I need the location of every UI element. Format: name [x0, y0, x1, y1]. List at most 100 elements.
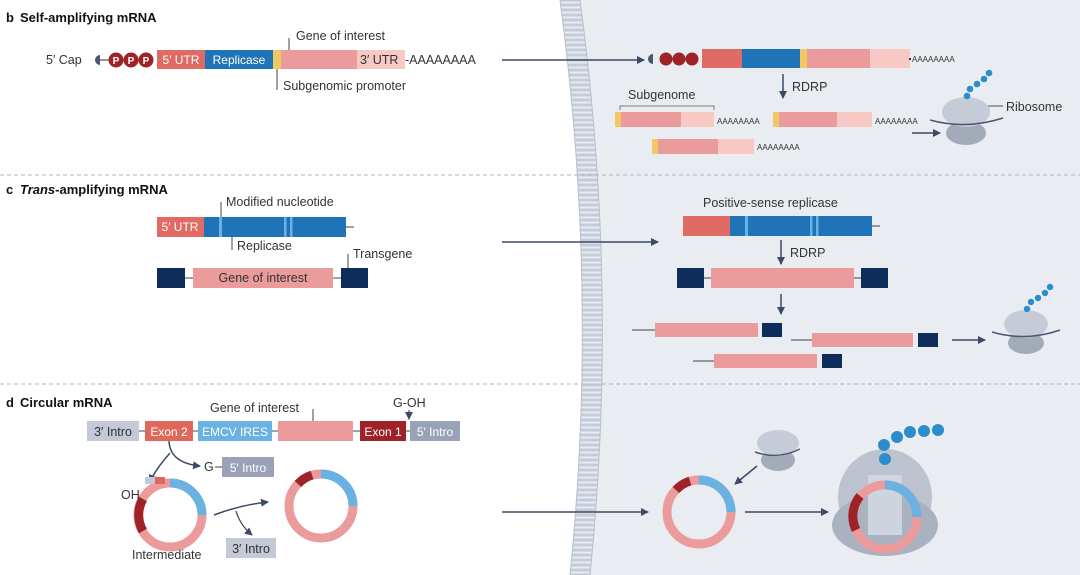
transcript-cap [822, 354, 842, 368]
panel-b-letter: b [6, 10, 14, 25]
peptide-bead [1041, 289, 1049, 297]
exon2-label: Exon 2 [150, 425, 188, 439]
utr5-segment [157, 50, 205, 69]
utr5-label: 5′ UTR [163, 53, 200, 67]
promoter-segment-right [800, 49, 807, 68]
panel-c-letter: c [6, 182, 13, 197]
replicase-segment [205, 50, 273, 69]
ribosome-small-subunit [1008, 332, 1044, 354]
subgenome-utr3 [837, 112, 872, 127]
ribosome-large-subunit [757, 430, 799, 456]
subgenomic-transcript-2 [791, 333, 938, 347]
subgenome-goi [658, 139, 718, 154]
ribosome-large-subunit [942, 97, 990, 127]
peptide-bead [878, 439, 890, 451]
subgenome-promoter [652, 139, 658, 154]
intro3-release-arrow [235, 510, 253, 536]
modified-nucleotide-label: Modified nucleotide [226, 195, 334, 209]
modified-nucleotide-stripe [816, 216, 819, 236]
panel-c-title: Trans-amplifying mRNA [20, 182, 168, 197]
cap-icon-right [648, 54, 653, 64]
ribosome-small-subunit [946, 121, 986, 145]
utr5-segment-right [702, 49, 742, 68]
ring-exon1-arc [134, 496, 148, 534]
intro3-released-label: 3′ Intro [232, 542, 270, 556]
phosphate-2 [123, 52, 139, 68]
cap-icon [95, 55, 100, 65]
intermediate-tail-intro [145, 477, 155, 484]
replicase-segment-c [204, 217, 346, 237]
translating-ribosome [832, 424, 944, 556]
transcript-cap [918, 333, 938, 347]
intro5-released [222, 457, 274, 477]
ring-ires-arc [320, 469, 358, 507]
goi-segment-c-right [711, 268, 854, 288]
rdrp-b-label: RDRP [792, 80, 827, 94]
transgene-cap-left [157, 268, 185, 288]
peptide-bead [932, 424, 944, 436]
mrna-strand-c [991, 329, 1061, 338]
modified-nucleotide-stripe [284, 217, 287, 237]
ribosome-b [929, 69, 1004, 145]
transcript-goi [655, 323, 758, 337]
peptide-bead [879, 453, 891, 465]
polyA-right-dot [909, 58, 911, 60]
peptide-bead [1027, 298, 1035, 306]
goi-segment-c [193, 268, 333, 288]
ires-label: EMCV IRES [202, 425, 268, 439]
peptide-bead [980, 75, 988, 83]
phosphate-right-1 [659, 52, 673, 66]
ribosome-large-subunit [1004, 310, 1048, 338]
mrna-strand-b [929, 117, 1004, 126]
subgenomic-transcript-3 [693, 354, 842, 368]
peptide-bead [1023, 305, 1031, 313]
goi-label-d: Gene of interest [210, 401, 299, 415]
ires-segment [198, 421, 272, 441]
panel-d-title: Circular mRNA [20, 395, 113, 410]
subgenome-label: Subgenome [628, 88, 695, 102]
cap-label: 5′ Cap [46, 53, 82, 67]
goi-segment-right [807, 49, 870, 68]
transcript-goi [812, 333, 913, 347]
utr3-label: 3′ UTR [360, 53, 398, 67]
subgenome-goi [621, 112, 681, 127]
peptide-bead [973, 80, 981, 88]
replicase-label: Replicase [213, 53, 266, 67]
exon1-label: Exon 1 [364, 425, 402, 439]
utr5-segment-c-right [683, 216, 730, 236]
intermediate-tail-exon [155, 477, 165, 484]
ring-ires-arc [884, 480, 922, 518]
peptide-bead [1046, 283, 1054, 291]
ribosome-label: Ribosome [1006, 100, 1062, 114]
ring-ires-arc [698, 475, 736, 513]
phosphate-right-3 [685, 52, 699, 66]
subgenome-goi [779, 112, 837, 127]
subgenome-copy-2: AAAAAAAA [773, 112, 918, 127]
subgenome-promoter [773, 112, 779, 127]
phosphate-label-2: P [128, 56, 135, 67]
circular-mrna [284, 469, 358, 543]
goi-segment [281, 50, 357, 69]
subgenomic-transcript-1 [632, 323, 782, 337]
transgene-cap-right-right [861, 268, 888, 288]
modified-nucleotide-stripe [290, 217, 293, 237]
goi-segment-d [278, 421, 353, 441]
replicase-label-c: Replicase [237, 239, 292, 253]
mrna-strand-d [754, 448, 801, 457]
intro5-released-label: 5′ Intro [230, 461, 267, 475]
ring-exon1-arc [848, 493, 864, 532]
intro5-segment [410, 421, 460, 441]
subgenome-polyA: AAAAAAAA [875, 117, 918, 126]
polyA-right-label: AAAAAAAA [912, 55, 955, 64]
intro3-segment [87, 421, 139, 441]
subgenome-bracket [619, 105, 715, 110]
modified-nucleotide-stripe [745, 216, 748, 236]
goi-label-c: Gene of interest [219, 271, 308, 285]
subgenome-utr3 [681, 112, 714, 127]
splice-arrow [168, 440, 201, 470]
g-label: G [204, 460, 214, 474]
phosphate-label-1: P [113, 56, 120, 67]
ring-exon1-arc [672, 476, 692, 494]
peptide-bead [1034, 294, 1042, 302]
